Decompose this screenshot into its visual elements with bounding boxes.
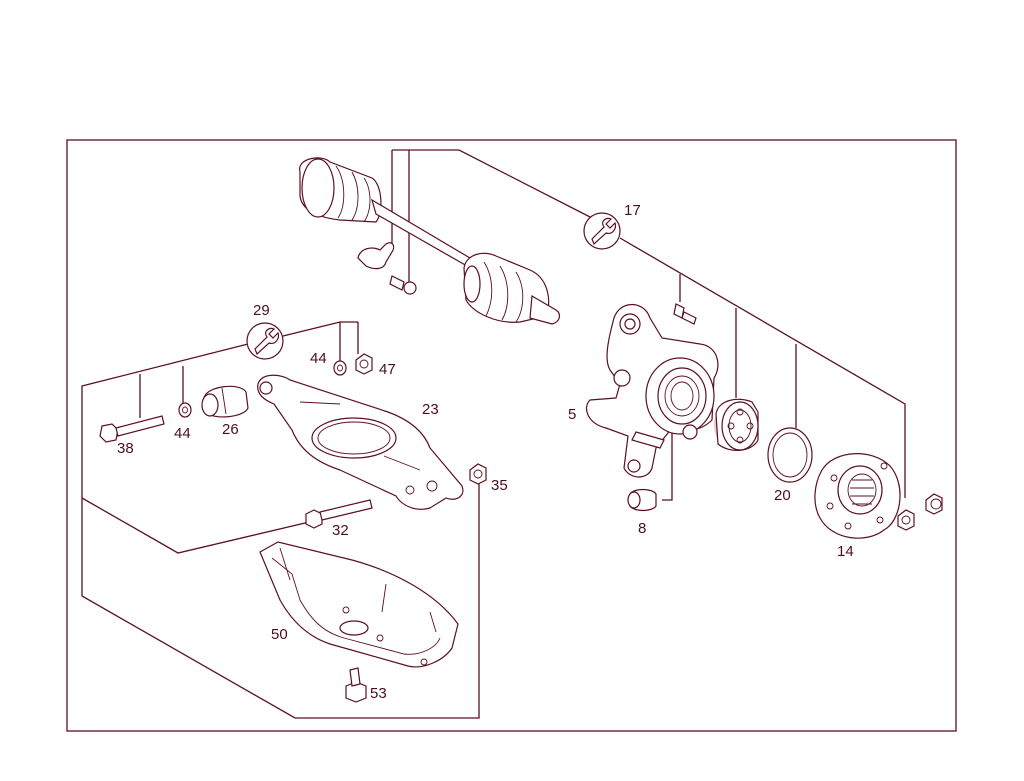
bolt-53 <box>345 667 367 703</box>
bushing-8 <box>627 488 657 512</box>
label-47: 47 <box>379 361 396 378</box>
part-labels: 17 29 44 47 23 5 44 26 38 35 20 8 32 14 … <box>117 202 854 702</box>
label-50: 50 <box>271 626 288 643</box>
bolt-knuckle <box>673 303 697 325</box>
label-29: 29 <box>253 302 270 319</box>
label-53: 53 <box>370 685 387 702</box>
drive-shaft <box>299 157 561 325</box>
label-44-left: 44 <box>174 425 191 442</box>
steering-knuckle <box>585 303 719 478</box>
label-8: 8 <box>638 520 646 537</box>
label-20: 20 <box>774 487 791 504</box>
nut-35 <box>469 463 487 485</box>
label-44-top: 44 <box>310 350 327 367</box>
snap-ring <box>767 427 813 483</box>
wrench-icon <box>246 322 284 360</box>
label-32: 32 <box>332 522 349 539</box>
wrench-icon <box>583 212 621 250</box>
label-5: 5 <box>568 406 576 423</box>
washer-nut-top <box>333 353 373 376</box>
leader-lines <box>81 149 906 719</box>
control-arm <box>257 374 464 510</box>
label-17: 17 <box>624 202 641 219</box>
label-35: 35 <box>491 477 508 494</box>
label-14: 14 <box>837 543 854 560</box>
wheel-bearing <box>714 398 759 451</box>
label-23: 23 <box>422 401 439 418</box>
bolt-32 <box>305 499 373 529</box>
cover-50 <box>259 541 459 668</box>
hub-nuts <box>897 493 943 531</box>
bushing-26 <box>201 385 249 418</box>
bolt-38 <box>99 415 165 443</box>
wheel-hub <box>814 453 901 539</box>
label-26: 26 <box>222 421 239 438</box>
washer-44-left <box>178 402 192 418</box>
label-38: 38 <box>117 440 134 457</box>
diagram-frame <box>66 139 957 732</box>
